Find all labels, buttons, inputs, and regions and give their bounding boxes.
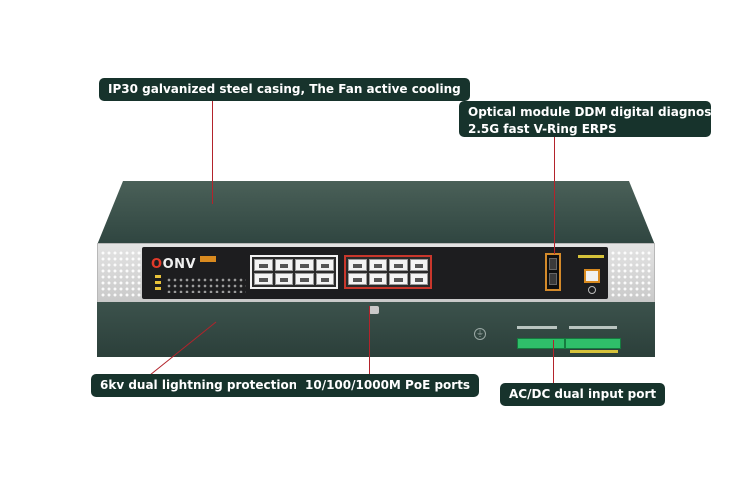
device-lower-box: ⏚ [97,302,655,357]
ethernet-port [295,273,314,285]
leader-line-casing [212,96,213,204]
callout-casing: IP30 galvanized steel casing, The Fan ac… [99,78,470,101]
ethernet-port [348,273,367,285]
callout-optical-line2: 2.5G fast V-Ring ERPS [468,122,617,136]
ethernet-port [368,273,387,285]
ethernet-port-block-1 [250,255,338,289]
ethernet-port [409,259,428,271]
power-terminal-dc [565,338,621,349]
ethernet-port [389,259,408,271]
device-top-casing [97,181,655,245]
ethernet-port [295,259,314,271]
ethernet-port [409,273,428,285]
leader-line-acdc [553,340,554,384]
status-led [155,275,161,278]
ethernet-port [274,259,293,271]
latch-clip [369,306,379,314]
ethernet-port [389,273,408,285]
ethernet-port-block-2 [344,255,432,289]
front-panel: OONV [142,247,608,299]
ethernet-port [254,273,273,285]
power-terminal-ac [517,338,565,349]
callout-acdc-text: AC/DC dual input port [509,387,657,401]
model-badge [200,256,216,262]
leader-line-optical [554,136,555,254]
ethernet-port [315,273,334,285]
status-led [155,281,161,284]
terminal-label [569,326,617,329]
terminal-label [517,326,557,329]
vent-grille-left [100,250,142,298]
status-led [155,287,161,290]
ethernet-port [368,259,387,271]
console-label-strip [578,255,604,258]
callout-poe-text: 10/100/1000M PoE ports [305,378,471,392]
reset-button-icon [588,286,596,294]
ethernet-port [254,259,273,271]
callout-optical-line1: Optical module DDM digital diagnosis [468,105,723,119]
callout-lightning-text: 6kv dual lightning protection [100,378,298,392]
callout-casing-text: IP30 galvanized steel casing, The Fan ac… [108,82,461,96]
port-led-grid [166,277,246,293]
ground-icon: ⏚ [474,328,486,340]
callout-acdc: AC/DC dual input port [500,383,666,406]
callout-optical: Optical module DDM digital diagnosis 2.5… [459,101,723,137]
ethernet-port [315,259,334,271]
callout-lightning: 6kv dual lightning protection [91,374,307,397]
sfp-port [545,253,561,291]
terminal-label [570,350,618,353]
leader-line-poe [369,306,370,374]
brand-logo: OONV [151,257,197,272]
callout-poe-ports: 10/100/1000M PoE ports [296,374,480,397]
ethernet-port [274,273,293,285]
vent-grille-right [610,250,652,298]
ethernet-port [348,259,367,271]
console-port [584,269,600,283]
